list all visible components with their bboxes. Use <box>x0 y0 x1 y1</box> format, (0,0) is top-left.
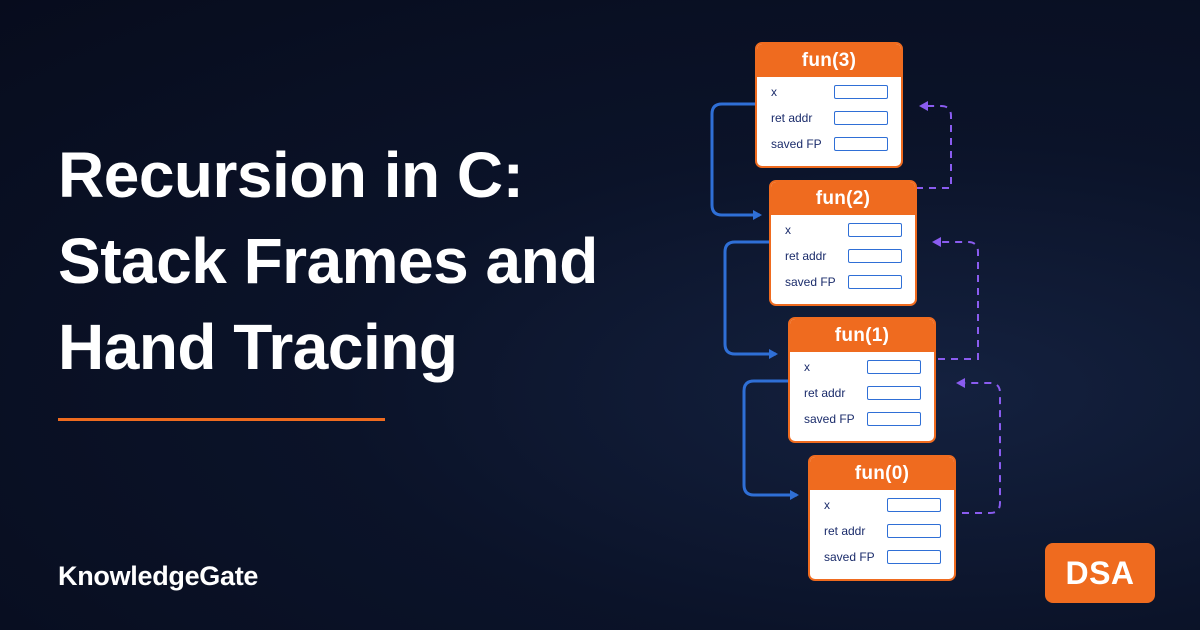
value-box <box>834 111 888 125</box>
frame-row-ret-addr: ret addr <box>757 105 901 131</box>
frame-row-x: x <box>810 492 954 518</box>
row-label: x <box>824 498 830 512</box>
value-box <box>848 249 902 263</box>
row-label: x <box>804 360 810 374</box>
frame-row-x: x <box>771 217 915 243</box>
call-arrow-3-to-2 <box>710 102 762 220</box>
value-box <box>887 524 941 538</box>
value-box <box>848 275 902 289</box>
row-label: ret addr <box>785 249 827 263</box>
row-label: saved FP <box>771 137 822 151</box>
page-title: Recursion in C: Stack Frames and Hand Tr… <box>58 132 678 390</box>
value-box <box>867 412 921 426</box>
frame-row-saved-fp: saved FP <box>757 131 901 157</box>
stack-frame-fun3: fun(3) x ret addr saved FP <box>755 42 903 168</box>
title-underline <box>58 418 385 421</box>
title-line-2: Stack Frames and <box>58 225 598 297</box>
frame-title: fun(2) <box>771 182 915 215</box>
value-box <box>887 550 941 564</box>
stack-frame-fun1: fun(1) x ret addr saved FP <box>788 317 936 443</box>
title-line-3: Hand Tracing <box>58 311 458 383</box>
frame-row-ret-addr: ret addr <box>810 518 954 544</box>
return-arrow-1-to-2 <box>932 237 979 360</box>
call-arrow-1-to-0 <box>742 379 799 500</box>
return-arrow-0-to-1 <box>956 378 1001 514</box>
value-box <box>834 85 888 99</box>
row-label: saved FP <box>804 412 855 426</box>
frame-title: fun(3) <box>757 44 901 77</box>
frame-row-x: x <box>790 354 934 380</box>
frame-row-saved-fp: saved FP <box>771 269 915 295</box>
row-label: x <box>771 85 777 99</box>
value-box <box>848 223 902 237</box>
row-label: ret addr <box>771 111 813 125</box>
frame-row-ret-addr: ret addr <box>771 243 915 269</box>
value-box <box>867 360 921 374</box>
value-box <box>867 386 921 400</box>
row-label: x <box>785 223 791 237</box>
value-box <box>834 137 888 151</box>
frame-row-x: x <box>757 79 901 105</box>
row-label: saved FP <box>824 550 875 564</box>
dsa-badge: DSA <box>1045 543 1155 603</box>
title-line-1: Recursion in C: <box>58 139 524 211</box>
stack-frame-fun0: fun(0) x ret addr saved FP <box>808 455 956 581</box>
row-label: saved FP <box>785 275 836 289</box>
frame-title: fun(1) <box>790 319 934 352</box>
frame-title: fun(0) <box>810 457 954 490</box>
call-arrow-2-to-1 <box>723 240 778 359</box>
frame-row-ret-addr: ret addr <box>790 380 934 406</box>
stack-frame-fun2: fun(2) x ret addr saved FP <box>769 180 917 306</box>
frame-row-saved-fp: saved FP <box>810 544 954 570</box>
return-arrow-2-to-3 <box>916 101 952 189</box>
value-box <box>887 498 941 512</box>
frame-row-saved-fp: saved FP <box>790 406 934 432</box>
row-label: ret addr <box>804 386 846 400</box>
brand-logo: KnowledgeGate <box>58 561 259 591</box>
row-label: ret addr <box>824 524 866 538</box>
